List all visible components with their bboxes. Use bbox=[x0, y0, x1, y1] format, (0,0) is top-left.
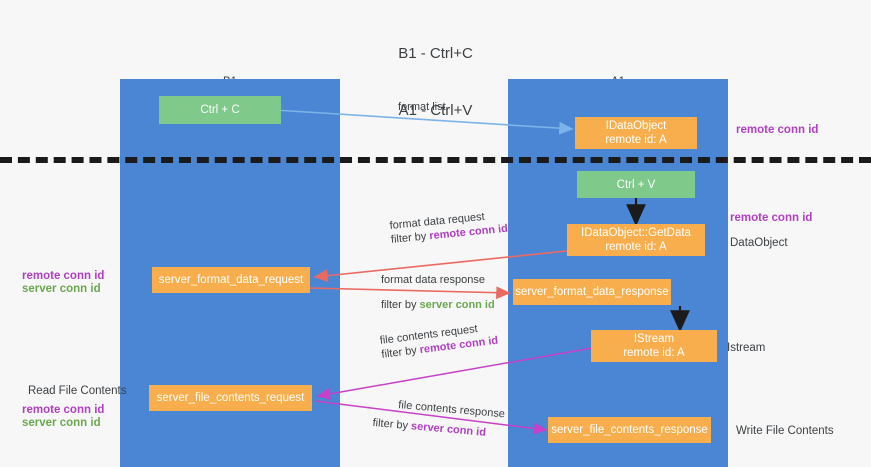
annotation-right-dataobject: DataObject bbox=[730, 237, 788, 249]
diagram-title-line-1: B1 - Ctrl+C bbox=[398, 45, 473, 62]
edge-label-format-list-text: format list bbox=[398, 101, 446, 113]
node-server-file-contents-response-label: server_file_contents_response bbox=[551, 424, 708, 436]
diagram-title: B1 - Ctrl+C A1 - Ctrl+V bbox=[0, 6, 871, 158]
node-ctrl-v[interactable]: Ctrl + V bbox=[577, 171, 695, 198]
diagram-title-line-2: A1 - Ctrl+V bbox=[398, 102, 473, 119]
annotation-right-remote-conn-id-top: remote conn id bbox=[736, 124, 819, 136]
node-idataobject-getdata-line-1: IDataObject::GetData bbox=[581, 227, 691, 239]
edge-label-format-data-response-filter: filter by server conn id bbox=[381, 298, 495, 312]
annotation-left-remote-conn-id: remote conn id bbox=[22, 270, 105, 282]
node-ctrl-c-label: Ctrl + C bbox=[200, 104, 240, 116]
node-idataobject-line-2: remote id: A bbox=[605, 134, 667, 146]
edge-file-contents-response bbox=[314, 400, 548, 435]
node-server-format-data-request[interactable]: server_format_data_request bbox=[152, 267, 310, 293]
edge-label-format-list: format list bbox=[398, 100, 446, 114]
node-idataobject-getdata-line-2: remote id: A bbox=[605, 241, 667, 253]
node-istream[interactable]: IStream remote id: A bbox=[591, 330, 717, 362]
edge-label-format-data-response-text: format data response bbox=[381, 274, 485, 286]
node-server-file-contents-request-label: server_file_contents_request bbox=[156, 392, 305, 404]
node-idataobject-line-1: IDataObject bbox=[605, 120, 667, 132]
annotation-left-remote-conn-id-2: remote conn id bbox=[22, 404, 105, 416]
annotation-left-read-file-contents: Read File Contents bbox=[28, 385, 127, 397]
filter-key-server-conn-id: server conn id bbox=[419, 299, 495, 311]
node-istream-line-2: remote id: A bbox=[623, 347, 685, 359]
node-server-file-contents-request[interactable]: server_file_contents_request bbox=[149, 385, 312, 411]
node-server-format-data-response[interactable]: server_format_data_response bbox=[513, 279, 671, 305]
annotation-left-server-conn-id: server conn id bbox=[22, 283, 101, 295]
node-idataobject-getdata[interactable]: IDataObject::GetData remote id: A bbox=[567, 224, 705, 256]
edge-file-contents-request bbox=[316, 347, 593, 400]
annotation-right-write-file-contents: Write File Contents bbox=[736, 425, 834, 437]
node-server-format-data-response-label: server_format_data_response bbox=[515, 286, 669, 298]
phase-separator bbox=[0, 157, 871, 163]
filter-prefix: filter by bbox=[381, 299, 420, 311]
edge-label-format-data-response: format data response filter by server co… bbox=[381, 273, 495, 312]
node-ctrl-c[interactable]: Ctrl + C bbox=[159, 96, 281, 124]
annotation-right-istream: Istream bbox=[727, 342, 766, 354]
filter-prefix: filter by bbox=[390, 230, 430, 246]
edge-format-list bbox=[274, 109, 574, 135]
node-ctrl-v-label: Ctrl + V bbox=[616, 178, 656, 191]
node-istream-line-1: IStream bbox=[633, 333, 675, 345]
edge-format-data-request bbox=[313, 249, 577, 283]
node-server-file-contents-response[interactable]: server_file_contents_response bbox=[548, 417, 711, 443]
annotation-right-remote-conn-id-mid: remote conn id bbox=[730, 212, 813, 224]
edge-format-data-response bbox=[309, 286, 511, 300]
node-server-format-data-request-label: server_format_data_request bbox=[158, 274, 304, 286]
annotation-left-server-conn-id-2: server conn id bbox=[22, 417, 101, 429]
filter-prefix: filter by bbox=[372, 416, 412, 433]
node-idataobject[interactable]: IDataObject remote id: A bbox=[575, 117, 697, 149]
